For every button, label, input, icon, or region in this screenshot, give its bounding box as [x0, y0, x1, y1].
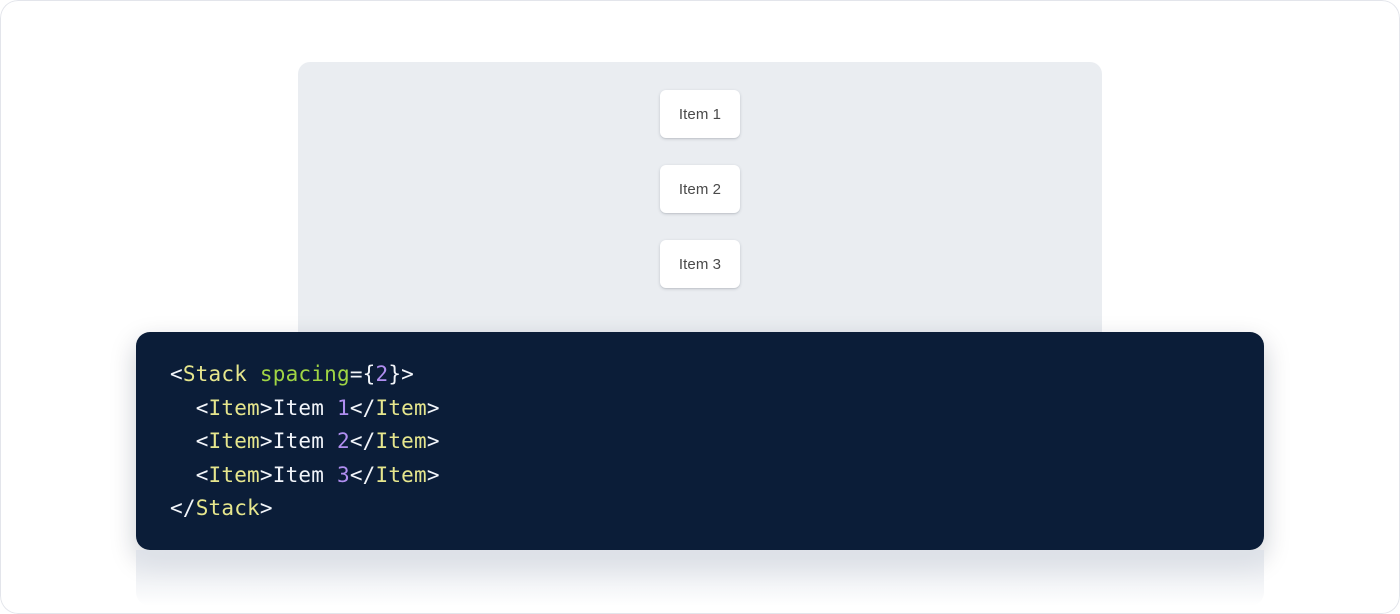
code-token-tag: Item — [375, 395, 427, 420]
code-token-punct: < — [195, 395, 209, 420]
stack-item[interactable]: Item 3 — [660, 240, 740, 288]
code-token-punct: }> — [388, 362, 415, 386]
code-token-tag: Item — [208, 462, 260, 487]
code-token-punct: > — [426, 429, 440, 454]
code-token-punct: < — [170, 362, 183, 386]
stack-item-label: Item 3 — [678, 255, 722, 273]
code-card-shadow — [136, 550, 1264, 606]
code-token-tag: Stack — [182, 362, 248, 386]
stack-item[interactable]: Item 2 — [660, 165, 740, 213]
code-token-punct: > — [259, 395, 273, 420]
code-token-plain — [247, 362, 260, 386]
code-token-tag: Item — [208, 429, 260, 454]
component-preview-panel: Item 1 Item 2 Item 3 — [298, 62, 1102, 334]
code-block[interactable]: <Stack spacing={2}> <Item>Item 1</Item> … — [170, 358, 1230, 526]
code-token-punct: </ — [170, 496, 196, 521]
code-token-plain: Item — [272, 462, 337, 487]
code-token-punct: > — [426, 462, 440, 487]
stack-container: Item 1 Item 2 Item 3 — [298, 62, 1102, 288]
code-line: <Item>Item 2</Item> — [170, 429, 440, 453]
code-token-punct: > — [259, 462, 273, 487]
code-token-num: 3 — [336, 462, 350, 487]
code-token-tag: Item — [375, 462, 427, 487]
code-token-attr: spacing — [259, 362, 350, 386]
code-token-punct: > — [426, 395, 440, 420]
code-token-plain: Item — [272, 395, 337, 420]
code-token-plain: Item — [272, 429, 337, 454]
code-token-punct: > — [259, 496, 273, 521]
code-token-num: 2 — [336, 429, 350, 454]
code-snippet-card: <Stack spacing={2}> <Item>Item 1</Item> … — [136, 332, 1264, 550]
stack-item-label: Item 2 — [678, 180, 722, 198]
stack-item[interactable]: Item 1 — [660, 90, 740, 138]
code-line: <Stack spacing={2}> — [170, 362, 414, 386]
code-token-num: 1 — [336, 395, 350, 420]
code-token-num: 2 — [375, 362, 389, 386]
stack-item-label: Item 1 — [678, 105, 722, 123]
code-token-punct: </ — [349, 395, 376, 420]
code-token-punct: ={ — [349, 362, 376, 386]
code-token-punct: < — [195, 462, 209, 487]
code-line: </Stack> — [170, 496, 273, 520]
code-token-tag: Item — [375, 429, 427, 454]
code-token-punct: < — [195, 429, 209, 454]
code-token-punct: </ — [349, 429, 376, 454]
code-token-tag: Stack — [195, 496, 260, 521]
code-line: <Item>Item 1</Item> — [170, 396, 440, 420]
code-line: <Item>Item 3</Item> — [170, 463, 440, 487]
code-token-punct: > — [259, 429, 273, 454]
code-token-punct: </ — [349, 462, 376, 487]
code-token-tag: Item — [208, 395, 260, 420]
